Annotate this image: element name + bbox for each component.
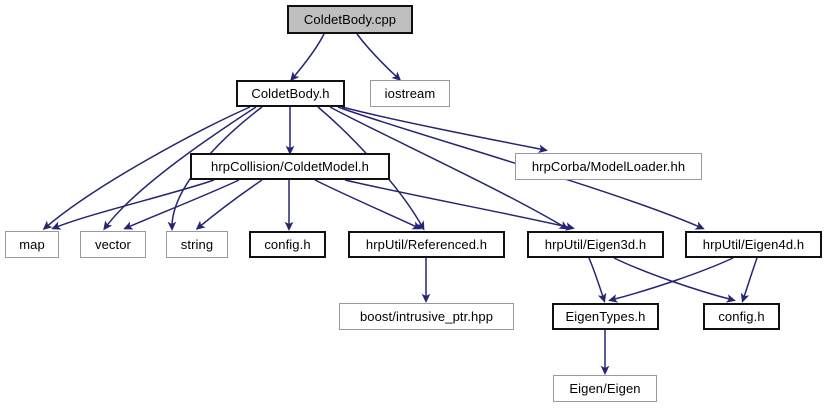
graph-node-iostream[interactable]: iostream [370,80,450,107]
graph-node-label-vector: vector [94,237,131,252]
graph-node-label-modelloader_hh: hrpCorba/ModelLoader.hh [531,159,686,174]
graph-edge-eigen4d_h-to-eigentypes_h [608,257,734,303]
graph-edge-coldetbody_h-to-eigen4d_h [337,106,705,230]
graph-node-label-eigen_eigen: Eigen/Eigen [569,381,641,396]
graph-edge-coldetbody_h-to-map [42,106,251,230]
graph-node-coldetbody_h[interactable]: ColdetBody.h [236,80,345,107]
graph-node-eigen_eigen[interactable]: Eigen/Eigen [553,375,657,402]
graph-edge-coldetmodel_h-to-referenced_h [314,179,422,230]
graph-node-label-config_h_left: config.h [264,237,311,252]
graph-node-config_h_right[interactable]: config.h [703,303,780,330]
graph-edge-coldetbody_h-to-vector [103,106,257,231]
graph-node-label-eigentypes_h: EigenTypes.h [565,309,646,324]
graph-node-intrusive_ptr_hpp[interactable]: boost/intrusive_ptr.hpp [339,303,514,330]
graph-edge-coldetmodel_h-to-eigen3d_h [344,179,575,231]
graph-node-label-referenced_h: hrpUtil/Referenced.h [365,237,488,252]
graph-node-eigen4d_h[interactable]: hrpUtil/Eigen4d.h [685,231,822,258]
graph-node-label-coldetmodel_h: hrpCollision/ColdetModel.h [211,159,369,174]
graph-node-label-iostream: iostream [384,86,436,101]
graph-node-label-string: string [180,237,214,252]
graph-node-label-intrusive_ptr_hpp: boost/intrusive_ptr.hpp [359,309,494,324]
graph-node-referenced_h[interactable]: hrpUtil/Referenced.h [348,231,505,258]
graph-node-label-coldetbody_cpp: ColdetBody.cpp [303,12,397,27]
graph-edge-eigen3d_h-to-eigentypes_h [588,257,607,303]
graph-node-coldetbody_cpp[interactable]: ColdetBody.cpp [287,5,413,34]
graph-node-label-map: map [19,237,45,252]
graph-edge-coldetmodel_h-to-map [51,179,215,230]
graph-node-map[interactable]: map [5,231,59,258]
graph-edge-eigen3d_h-to-config_h_right [613,257,736,303]
graph-node-string[interactable]: string [166,231,228,258]
graph-node-eigentypes_h[interactable]: EigenTypes.h [552,303,659,330]
graph-edge-coldetbody_h-to-modelloader_hh [341,106,548,154]
graph-edge-coldetmodel_h-to-vector [123,179,240,230]
graph-edge-coldetbody_cpp-to-iostream [356,33,402,82]
graph-node-config_h_left[interactable]: config.h [249,231,326,258]
graph-node-label-eigen4d_h: hrpUtil/Eigen4d.h [702,237,805,252]
graph-node-label-config_h_right: config.h [718,309,765,324]
graph-node-modelloader_hh[interactable]: hrpCorba/ModelLoader.hh [515,153,702,180]
graph-node-label-coldetbody_h: ColdetBody.h [251,86,330,101]
graph-node-label-eigen3d_h: hrpUtil/Eigen3d.h [544,237,647,252]
graph-edge-coldetmodel_h-to-string [195,179,263,230]
graph-node-coldetmodel_h[interactable]: hrpCollision/ColdetModel.h [190,153,390,180]
graph-node-vector[interactable]: vector [80,231,146,258]
graph-node-eigen3d_h[interactable]: hrpUtil/Eigen3d.h [527,231,664,258]
graph-edge-eigen4d_h-to-config_h_right [740,257,758,303]
graph-edge-coldetbody_h-to-eigen3d_h [329,106,569,230]
graph-edge-coldetbody_cpp-to-coldetbody_h [290,33,325,82]
